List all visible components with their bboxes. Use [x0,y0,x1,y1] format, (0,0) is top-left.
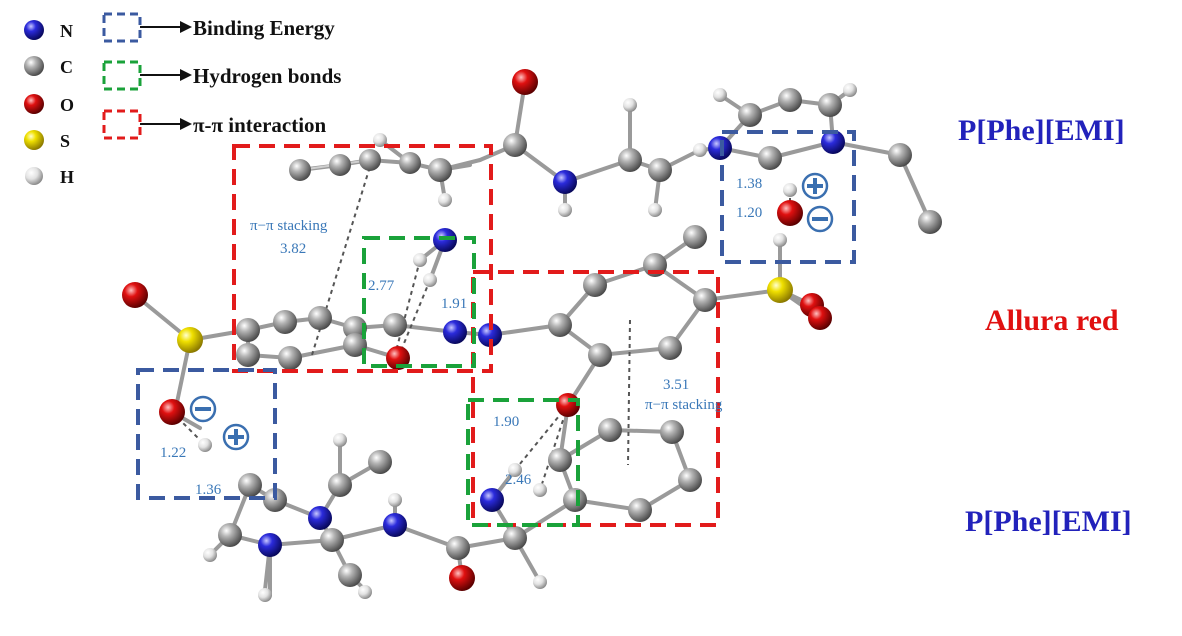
minus-charge-icon [806,205,834,233]
label-p-phe-emi-bottom: P[Phe][EMI] [965,505,1132,538]
binding-energy-box-top [720,130,856,264]
binding-energy-box-bottom [136,368,277,500]
pi-pi-box-top [232,144,493,373]
hydrogen-legend-swatch [25,167,43,185]
legend-binding-energy: Binding Energy [193,16,335,40]
box-legend: Binding Energy Hydrogen bonds π-π intera… [102,12,341,140]
stacking-label-bottom: π−π stacking [645,397,723,413]
legend-pi-pi-interaction: π-π interaction [193,113,327,137]
hydrogen-bond-box-bottom [466,398,580,527]
highlight-boxes [136,130,856,527]
oxygen-legend-swatch [24,94,44,114]
sulfur-legend-swatch [24,130,44,150]
legend-atom-o: O [60,95,74,115]
hbond-distance-c: 1.90 [493,414,519,430]
atoms [122,69,942,602]
nitrogen-legend-swatch [24,20,44,40]
legend-atom-n: N [60,21,73,41]
charge-symbols [189,172,834,451]
binding-distance-bottom-b: 1.36 [195,482,222,498]
binding-distance-bottom-a: 1.22 [160,445,186,461]
plus-charge-icon [801,172,829,200]
legend-atom-c: C [60,57,73,77]
legend-atom-h: H [60,167,74,187]
stacking-value-top: 3.82 [280,241,306,257]
binding-energy-legend-swatch [102,12,142,43]
pi-pi-legend-swatch [102,109,142,140]
binding-distance-top-b: 1.20 [736,205,762,221]
annotation-texts: π−π stacking 3.82 2.77 1.91 3.51 π−π sta… [160,176,762,498]
plus-charge-icon [222,423,250,451]
stacking-value-bottom: 3.51 [663,377,689,393]
minus-charge-icon [189,395,217,423]
hbond-distance-b: 1.91 [441,296,467,312]
legend-hydrogen-bonds: Hydrogen bonds [193,64,341,88]
legend-atom-s: S [60,131,70,151]
label-allura-red: Allura red [985,304,1119,337]
carbon-legend-swatch [24,56,44,76]
hbond-distance-d: 2.46 [505,472,532,488]
binding-distance-top-a: 1.38 [736,176,762,192]
hbond-distance-a: 2.77 [368,278,395,294]
stacking-label-top: π−π stacking [250,218,328,234]
hydrogen-bond-box-top [362,236,476,368]
hydrogen-bonds-legend-swatch [102,60,142,91]
label-p-phe-emi-top: P[Phe][EMI] [958,114,1125,147]
atom-legend: N C O S H [24,20,74,187]
